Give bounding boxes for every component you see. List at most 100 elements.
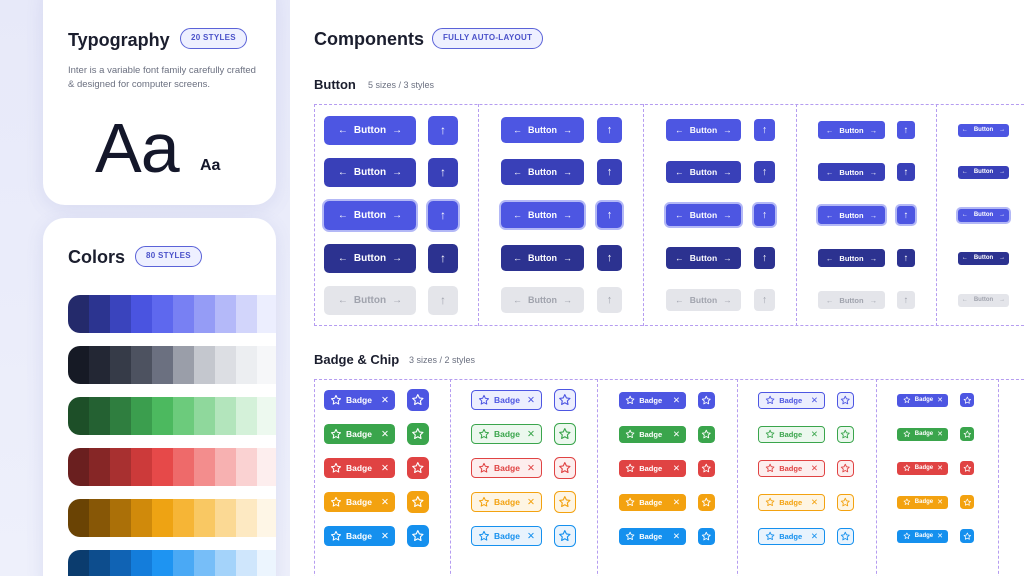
button-focus-size-1[interactable]: ←Button→ <box>324 200 416 230</box>
icon-button-default-size-2[interactable]: ↑ <box>597 117 622 143</box>
badge-amber-style-2[interactable]: Badge✕ <box>471 492 542 512</box>
chip-indigo-style-2[interactable] <box>554 389 576 411</box>
badge-blue-style-4[interactable]: Badge✕ <box>758 527 825 545</box>
close-icon[interactable]: ✕ <box>672 496 680 507</box>
button-default-size-2[interactable]: ←Button→ <box>501 117 584 143</box>
chip-red-style-2[interactable] <box>554 457 576 479</box>
badge-indigo-style-3[interactable]: Badge✕ <box>619 391 686 409</box>
badge-amber-style-5[interactable]: Badge✕ <box>897 495 948 509</box>
button-focus-size-5[interactable]: ←Button→ <box>958 208 1009 222</box>
chip-green-style-2[interactable] <box>554 423 576 445</box>
close-icon[interactable]: ✕ <box>527 394 535 406</box>
button-focus-size-3[interactable]: ←Button→ <box>666 204 741 226</box>
chip-red-style-4[interactable] <box>837 459 854 477</box>
button-default-size-1[interactable]: ←Button→ <box>324 115 416 145</box>
close-icon[interactable]: ✕ <box>527 462 535 474</box>
chip-indigo-style-4[interactable] <box>837 391 854 409</box>
button-hover-size-2[interactable]: ←Button→ <box>501 159 584 185</box>
chip-green-style-1[interactable] <box>407 423 429 445</box>
icon-button-pressed-size-4[interactable]: ↑ <box>897 249 915 267</box>
close-icon[interactable]: ✕ <box>527 530 535 542</box>
icon-button-hover-size-3[interactable]: ↑ <box>754 161 775 183</box>
button-hover-size-1[interactable]: ←Button→ <box>324 157 416 187</box>
chip-indigo-style-5[interactable] <box>960 393 974 407</box>
button-disabled-size-3[interactable]: ←Button→ <box>666 289 741 311</box>
chip-blue-style-5[interactable] <box>960 529 974 543</box>
badge-blue-style-5[interactable]: Badge✕ <box>897 529 948 543</box>
close-icon[interactable]: ✕ <box>937 499 944 506</box>
badge-indigo-style-4[interactable]: Badge✕ <box>758 391 825 409</box>
chip-amber-style-4[interactable] <box>837 493 854 511</box>
close-icon[interactable]: ✕ <box>937 397 944 404</box>
chip-red-style-1[interactable] <box>407 457 429 479</box>
chip-red-style-5[interactable] <box>960 461 974 475</box>
button-focus-size-2[interactable]: ←Button→ <box>501 202 584 228</box>
button-hover-size-5[interactable]: ←Button→ <box>958 165 1009 179</box>
badge-red-style-4[interactable]: Badge✕ <box>758 459 825 477</box>
button-default-size-4[interactable]: ←Button→ <box>818 121 885 139</box>
badge-green-style-5[interactable]: Badge✕ <box>897 427 948 441</box>
icon-button-pressed-size-1[interactable]: ↑ <box>428 243 458 273</box>
button-disabled-size-4[interactable]: ←Button→ <box>818 291 885 309</box>
button-hover-size-4[interactable]: ←Button→ <box>818 163 885 181</box>
close-icon[interactable]: ✕ <box>672 462 680 473</box>
close-icon[interactable]: ✕ <box>381 428 389 440</box>
badge-red-style-1[interactable]: Badge✕ <box>324 458 395 478</box>
icon-button-hover-size-2[interactable]: ↑ <box>597 159 622 185</box>
badge-red-style-3[interactable]: Badge✕ <box>619 459 686 477</box>
button-pressed-size-2[interactable]: ←Button→ <box>501 245 584 271</box>
icon-button-focus-size-3[interactable]: ↑ <box>754 204 775 226</box>
close-icon[interactable]: ✕ <box>381 496 389 508</box>
badge-green-style-2[interactable]: Badge✕ <box>471 424 542 444</box>
chip-blue-style-2[interactable] <box>554 525 576 547</box>
icon-button-pressed-size-3[interactable]: ↑ <box>754 247 775 269</box>
close-icon[interactable]: ✕ <box>381 394 389 406</box>
button-disabled-size-2[interactable]: ←Button→ <box>501 287 584 313</box>
icon-button-hover-size-1[interactable]: ↑ <box>428 157 458 187</box>
badge-indigo-style-2[interactable]: Badge✕ <box>471 390 542 410</box>
button-pressed-size-3[interactable]: ←Button→ <box>666 247 741 269</box>
icon-button-disabled-size-1[interactable]: ↑ <box>428 285 458 315</box>
close-icon[interactable]: ✕ <box>810 394 818 405</box>
badge-red-style-2[interactable]: Badge✕ <box>471 458 542 478</box>
chip-amber-style-3[interactable] <box>698 493 715 511</box>
badge-indigo-style-5[interactable]: Badge✕ <box>897 393 948 407</box>
chip-blue-style-1[interactable] <box>407 525 429 547</box>
chip-amber-style-2[interactable] <box>554 491 576 513</box>
badge-amber-style-1[interactable]: Badge✕ <box>324 492 395 512</box>
close-icon[interactable]: ✕ <box>810 462 818 473</box>
chip-red-style-3[interactable] <box>698 459 715 477</box>
icon-button-focus-size-2[interactable]: ↑ <box>597 202 622 228</box>
chip-green-style-4[interactable] <box>837 425 854 443</box>
chip-indigo-style-3[interactable] <box>698 391 715 409</box>
button-disabled-size-1[interactable]: ←Button→ <box>324 285 416 315</box>
badge-amber-style-4[interactable]: Badge✕ <box>758 493 825 511</box>
close-icon[interactable]: ✕ <box>381 462 389 474</box>
badge-amber-style-3[interactable]: Badge✕ <box>619 493 686 511</box>
icon-button-pressed-size-2[interactable]: ↑ <box>597 245 622 271</box>
button-pressed-size-1[interactable]: ←Button→ <box>324 243 416 273</box>
badge-red-style-5[interactable]: Badge✕ <box>897 461 948 475</box>
badge-green-style-1[interactable]: Badge✕ <box>324 424 395 444</box>
button-focus-size-4[interactable]: ←Button→ <box>818 206 885 224</box>
icon-button-focus-size-4[interactable]: ↑ <box>897 206 915 224</box>
badge-green-style-3[interactable]: Badge✕ <box>619 425 686 443</box>
badge-indigo-style-1[interactable]: Badge✕ <box>324 390 395 410</box>
icon-button-disabled-size-4[interactable]: ↑ <box>897 291 915 309</box>
close-icon[interactable]: ✕ <box>937 431 944 438</box>
chip-amber-style-5[interactable] <box>960 495 974 509</box>
chip-green-style-5[interactable] <box>960 427 974 441</box>
close-icon[interactable]: ✕ <box>672 394 680 405</box>
close-icon[interactable]: ✕ <box>672 530 680 541</box>
chip-blue-style-4[interactable] <box>837 527 854 545</box>
close-icon[interactable]: ✕ <box>810 496 818 507</box>
close-icon[interactable]: ✕ <box>937 533 944 540</box>
icon-button-default-size-4[interactable]: ↑ <box>897 121 915 139</box>
icon-button-hover-size-4[interactable]: ↑ <box>897 163 915 181</box>
chip-green-style-3[interactable] <box>698 425 715 443</box>
badge-blue-style-3[interactable]: Badge✕ <box>619 527 686 545</box>
close-icon[interactable]: ✕ <box>810 428 818 439</box>
button-hover-size-3[interactable]: ←Button→ <box>666 161 741 183</box>
badge-green-style-4[interactable]: Badge✕ <box>758 425 825 443</box>
button-default-size-5[interactable]: ←Button→ <box>958 123 1009 137</box>
